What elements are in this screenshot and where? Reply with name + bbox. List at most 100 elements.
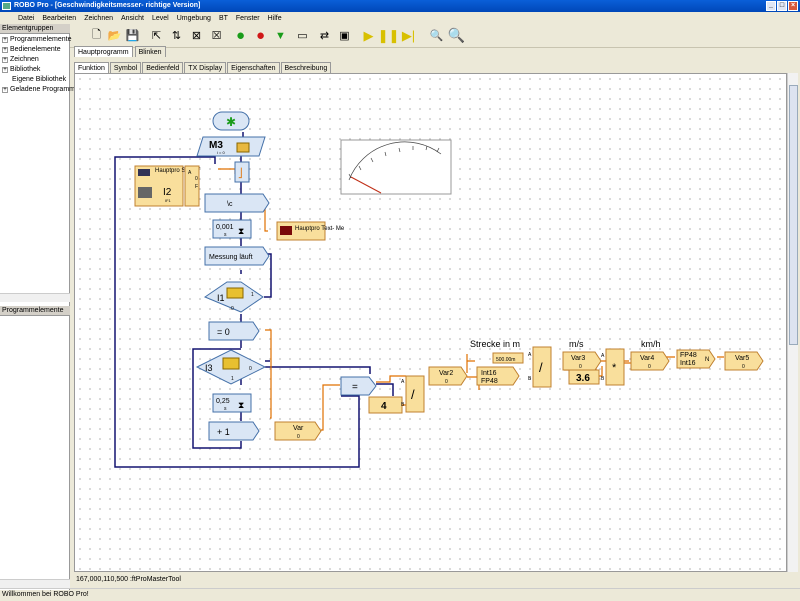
constant-3-6[interactable]: 3.6 <box>568 369 600 385</box>
tab-symbol[interactable]: Symbol <box>109 62 142 73</box>
hourglass-icon: ⧗ <box>238 400 244 410</box>
robo-interface-icon[interactable]: ▭ <box>297 30 308 42</box>
svg-text:s: s <box>224 406 227 412</box>
var3-variable[interactable]: Var3 0 <box>562 351 602 371</box>
svg-text:0: 0 <box>579 364 582 370</box>
save-icon[interactable]: 💾 <box>125 30 140 42</box>
menu-datei[interactable]: Datei <box>18 14 35 22</box>
delete-wire-icon[interactable]: ☒ <box>211 30 222 42</box>
zoom-out-icon[interactable]: 🔍 <box>429 30 444 42</box>
tab-hauptprogramm[interactable]: Hauptprogramm <box>74 46 133 57</box>
menu-umgebung[interactable]: Umgebung <box>176 14 211 22</box>
menu-ansicht[interactable]: Ansicht <box>121 14 144 22</box>
align-tool-icon[interactable]: ⇅ <box>171 30 182 42</box>
text-display-block[interactable]: Hauptpro Text- Me <box>276 221 345 241</box>
svg-text:0: 0 <box>231 306 234 312</box>
tab-eigenschaften[interactable]: Eigenschaften <box>227 62 280 73</box>
button-icon <box>138 187 152 198</box>
menu-bt[interactable]: BT <box>218 14 228 22</box>
tab-funktion[interactable]: Funktion <box>74 62 109 73</box>
pointer-tool-icon[interactable]: ⇱ <box>151 30 162 42</box>
flowchart: ✱ M3 i = 0 Hauptpro START I2 IF1 A 0 F ⎦ <box>114 111 764 468</box>
menu-bearbeiten[interactable]: Bearbeiten <box>42 14 77 22</box>
elements-scrollbar[interactable] <box>0 579 70 588</box>
branch-i3[interactable]: I3 0 1 <box>195 349 267 385</box>
minimize-button[interactable]: _ <box>766 1 776 11</box>
var2-variable[interactable]: Var2 0 <box>428 366 468 386</box>
data-lines <box>195 168 724 431</box>
clear-command[interactable]: \c <box>204 193 270 213</box>
tree-item-eigene-bibliothek[interactable]: Eigene Bibliothek <box>12 76 67 83</box>
increment-command[interactable]: + 1 <box>208 421 260 441</box>
new-file-icon[interactable]: 🗋 <box>92 29 101 41</box>
tree-scrollbar[interactable] <box>0 293 70 302</box>
measure-command[interactable]: Messung läuft <box>204 246 270 266</box>
wait-change-block[interactable]: ⎦ <box>234 161 250 183</box>
tab-bedienfeld[interactable]: Bedienfeld <box>142 62 184 73</box>
tree-item-bibliothek[interactable]: +Bibliothek <box>2 66 41 73</box>
panel-input-block[interactable]: Hauptpro START I2 IF1 A 0 F <box>134 165 201 207</box>
maximize-button[interactable]: □ <box>777 1 787 11</box>
menu-level[interactable]: Level <box>151 14 169 22</box>
var-variable[interactable]: Var 0 <box>274 421 322 441</box>
svg-text:M3: M3 <box>209 140 223 151</box>
svg-text:4: 4 <box>381 401 387 412</box>
svg-text:1: 1 <box>251 292 254 298</box>
window-icon[interactable]: ▣ <box>339 30 350 42</box>
analog-meter[interactable] <box>340 139 452 195</box>
tree-item-zeichnen[interactable]: +Zeichnen <box>2 56 39 63</box>
menu-bar: Datei Bearbeiten Zeichnen Ansicht Level … <box>0 12 800 24</box>
pause-icon[interactable]: ❚❚ <box>377 27 400 43</box>
svg-text:/: / <box>411 387 415 402</box>
svg-text:A: A <box>601 353 605 359</box>
svg-text:= 0: = 0 <box>217 327 230 337</box>
welcome-status: Willkommen bei ROBO Pro! <box>0 588 800 600</box>
divide-operator-1[interactable]: A B / <box>401 375 425 413</box>
svg-text:Messung läuft: Messung läuft <box>209 254 253 261</box>
start-node[interactable]: ✱ <box>212 111 250 131</box>
svg-text:A: A <box>528 352 532 358</box>
var5-variable[interactable]: Var5 0 <box>724 351 764 371</box>
constant-four[interactable]: 4 <box>368 396 403 414</box>
canvas-vertical-scrollbar[interactable] <box>787 73 798 572</box>
svg-text:0: 0 <box>195 176 198 182</box>
tree-item-programmelemente[interactable]: +Programmelemente <box>2 36 72 43</box>
tree-item-bedienelemente[interactable]: +Bedienelemente <box>2 46 61 53</box>
wait-block-1[interactable]: 0,001 s ⧗ <box>212 219 252 239</box>
convert-int-to-fp[interactable]: Int16 FP48 <box>476 366 520 386</box>
close-button[interactable]: × <box>788 1 798 11</box>
wait-block-2[interactable]: 0,25 s ⧗ <box>212 393 252 413</box>
menu-fenster[interactable]: Fenster <box>235 14 260 22</box>
delete-element-icon[interactable]: ⊠ <box>191 30 202 42</box>
menu-zeichnen[interactable]: Zeichnen <box>84 14 113 22</box>
play-icon[interactable]: ▶ <box>363 27 374 43</box>
motor-icon <box>236 142 250 153</box>
download-icon[interactable]: ▼ <box>275 29 286 42</box>
com-usb-icon[interactable]: ⇄ <box>319 30 330 42</box>
scroll-thumb[interactable] <box>789 85 798 345</box>
convert-fp-to-int[interactable]: FP48 Int16 N <box>676 349 716 369</box>
divide-operator-2[interactable]: A B / <box>528 346 552 388</box>
compare-command[interactable]: = <box>340 376 377 396</box>
stop-red-icon[interactable]: ● <box>255 27 266 44</box>
menu-hilfe[interactable]: Hilfe <box>267 14 282 22</box>
start-green-icon[interactable]: ● <box>235 27 246 44</box>
tree-item-geladene-programme[interactable]: +Geladene Programme <box>2 86 79 93</box>
program-canvas[interactable]: ✱ M3 i = 0 Hauptpro START I2 IF1 A 0 F ⎦ <box>74 73 787 572</box>
motor-block[interactable]: M3 i = 0 <box>196 136 266 157</box>
var4-variable[interactable]: Var4 0 <box>630 351 670 371</box>
element-group-tree: +Programmelemente +Bedienelemente +Zeich… <box>2 35 79 95</box>
zoom-in-icon[interactable]: 🔍 <box>447 27 466 43</box>
svg-text:N: N <box>705 357 709 363</box>
svg-text:/: / <box>539 360 543 375</box>
assign-zero-command[interactable]: = 0 <box>208 321 260 341</box>
tab-tx-display[interactable]: TX Display <box>184 62 227 73</box>
tab-beschreibung[interactable]: Beschreibung <box>280 62 332 73</box>
tab-blinken[interactable]: Blinken <box>134 46 166 57</box>
step-icon[interactable]: ▶| <box>401 27 416 43</box>
multiply-operator[interactable]: A B * <box>601 348 625 386</box>
svg-text:Int16: Int16 <box>481 370 497 377</box>
open-folder-icon[interactable]: 📂 <box>107 30 122 42</box>
distance-constant[interactable]: 500.00m <box>492 352 524 364</box>
branch-i1[interactable]: I1 1 0 <box>203 281 264 313</box>
